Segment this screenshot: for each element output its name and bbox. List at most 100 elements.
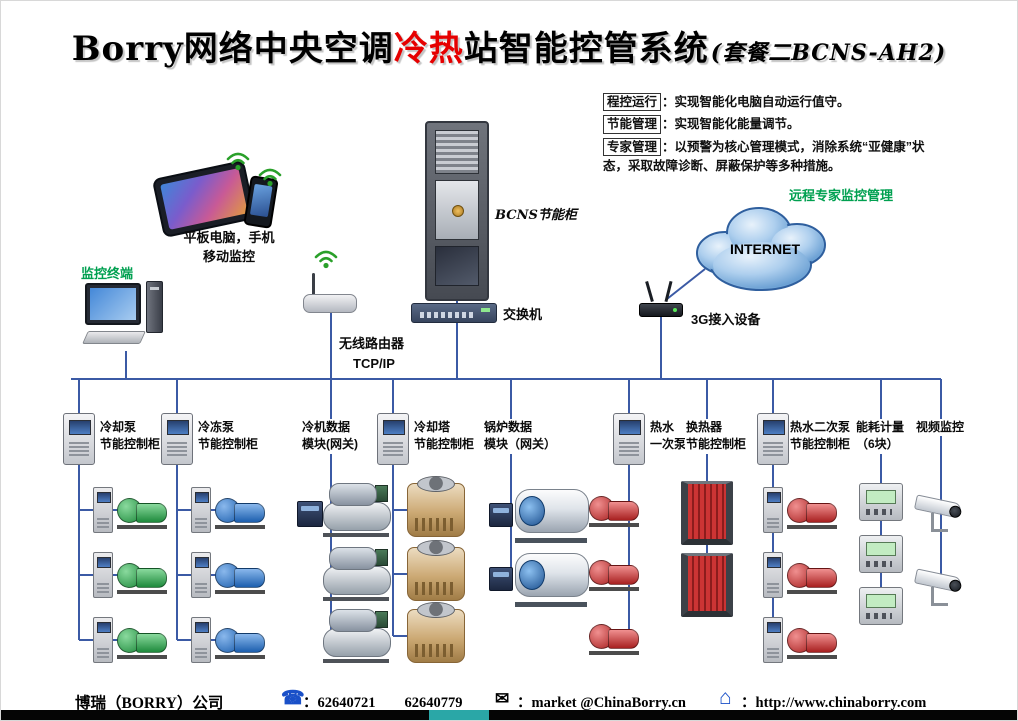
hot-water-primary-pump <box>589 619 639 655</box>
switch-label: 交换机 <box>503 307 543 322</box>
bcns-rack <box>425 121 489 301</box>
internet-cloud <box>696 207 826 291</box>
feature-item-1: 程控运行：实现智能化电脑自动运行值守。 <box>603 93 937 112</box>
camera-body <box>913 494 963 519</box>
feature-text-2: ：实现智能化能量调节。 <box>662 117 800 132</box>
chiller-control-box <box>375 485 388 502</box>
cooling-tower <box>407 609 465 663</box>
wifi-icon <box>226 152 250 171</box>
feature-item-2: 节能管理：实现智能化能量调节。 <box>603 115 937 134</box>
router-label: 无线路由器 <box>339 336 405 351</box>
mini-control-cabinet <box>93 487 113 533</box>
tcpip-label: TCP/IP <box>353 356 395 371</box>
title-suffix: (套餐二BCNS-AH2) <box>710 40 947 66</box>
chiller-unit <box>323 609 391 663</box>
mini-control-cabinet <box>191 487 211 533</box>
chiller-unit <box>323 547 391 601</box>
heat-exchanger <box>681 481 733 545</box>
energy-meter <box>859 587 903 625</box>
heat-exchanger <box>681 553 733 617</box>
control-cabinet <box>63 413 95 465</box>
pc-tower <box>146 281 163 333</box>
feature-text-3: ：以预警为核心管理模式，消除系统“亚健康”状态，采取故障诊断、屏蔽保护等多种措施… <box>603 139 925 174</box>
email-icon: ✉ <box>495 689 510 708</box>
boiler-unit <box>515 487 589 543</box>
mini-control-cabinet <box>763 487 783 533</box>
cooling-pump <box>117 493 167 529</box>
feature-label-1: 程控运行 <box>603 93 662 112</box>
cooling-tower <box>407 483 465 537</box>
chiller-control-box <box>375 611 388 628</box>
gateway-module <box>489 503 513 527</box>
camera-body <box>913 568 963 593</box>
internet-label: INTERNET <box>730 241 800 257</box>
monitoring-terminal <box>82 281 165 351</box>
hot-water-primary-pump <box>589 491 639 527</box>
mini-control-cabinet <box>191 617 211 663</box>
feature-label-3: 专家管理 <box>603 137 662 156</box>
keyboard <box>82 331 146 344</box>
mini-control-cabinet <box>93 552 113 598</box>
gateway-module <box>297 501 323 527</box>
network-switch <box>411 303 497 323</box>
column-label-cooling-pump: 冷却泵 节能控制柜 <box>99 419 162 454</box>
terminal-label: 监控终端 <box>81 266 134 281</box>
wireless-router <box>303 273 357 313</box>
footer-accent-chip <box>429 710 489 720</box>
cctv-camera <box>913 567 969 607</box>
chiller-control-box <box>375 549 388 566</box>
mini-control-cabinet <box>93 617 113 663</box>
wifi-icon <box>258 168 282 187</box>
column-label-video: 视频监控 <box>915 419 966 437</box>
title-part-1: Borry网络中央空调 <box>71 29 394 69</box>
mobile-monitoring-label: 平板电脑，手机 移动监控 <box>183 230 275 264</box>
chilled-pump <box>215 623 265 659</box>
feature-list: 程控运行：实现智能化电脑自动运行值守。 节能管理：实现智能化能量调节。 专家管理… <box>603 93 937 180</box>
3g-device <box>639 281 685 317</box>
cooling-pump <box>117 558 167 594</box>
control-cabinet <box>613 413 645 465</box>
feature-text-1: ：实现智能化电脑自动运行值守。 <box>662 95 850 109</box>
3g-label: 3G接入设备 <box>691 312 761 327</box>
email-address: ：market @ChinaBorry.cn <box>517 695 686 711</box>
rack-glass-door <box>435 246 479 286</box>
column-label-chilled-pump: 冷冻泵 节能控制柜 <box>197 419 260 454</box>
control-cabinet <box>757 413 789 465</box>
hot-water-secondary-pump <box>787 493 837 529</box>
page-title: Borry网络中央空调冷热站智能控管系统(套餐二BCNS-AH2) <box>1 21 1017 70</box>
feature-label-2: 节能管理 <box>603 115 662 134</box>
wifi-icon <box>314 250 338 269</box>
control-cabinet <box>377 413 409 465</box>
hot-water-secondary-pump <box>787 623 837 659</box>
cooling-pump <box>117 623 167 659</box>
rack-label: BCNS节能柜 <box>495 208 577 223</box>
phone-numbers: ：62640721 62640779 <box>303 695 463 711</box>
boiler-unit <box>515 551 589 607</box>
mini-control-cabinet <box>763 552 783 598</box>
column-label-primary-pump: 热水 一次泵 <box>649 419 688 454</box>
energy-meter <box>859 483 903 521</box>
chiller-unit <box>323 483 391 537</box>
chilled-pump <box>215 493 265 529</box>
home-icon: ⌂ <box>719 686 732 709</box>
title-part-2: 站智能控管系统 <box>463 29 709 69</box>
cctv-camera <box>913 493 969 533</box>
energy-meter <box>859 535 903 573</box>
column-label-chiller-gateway: 冷机数据 模块(网关) <box>301 419 359 454</box>
footer-bar <box>1 710 1017 720</box>
rack-unit-panel <box>435 180 479 240</box>
hot-water-secondary-pump <box>787 558 837 594</box>
control-cabinet <box>161 413 193 465</box>
column-label-secondary-pump: 热水二次泵 节能控制柜 <box>789 419 852 454</box>
cooling-tower <box>407 547 465 601</box>
company-name: 博瑞（BORRY）公司 <box>75 695 224 712</box>
hot-water-primary-pump <box>589 555 639 591</box>
column-label-heat-exchanger: 换热器 节能控制柜 <box>685 419 748 454</box>
mini-control-cabinet <box>191 552 211 598</box>
title-part-red: 冷热 <box>393 29 464 69</box>
remote-expert-label: 远程专家监控管理 <box>789 188 894 203</box>
website-url: ：http://www.chinaborry.com <box>741 695 927 711</box>
gateway-module <box>489 567 513 591</box>
mini-control-cabinet <box>763 617 783 663</box>
